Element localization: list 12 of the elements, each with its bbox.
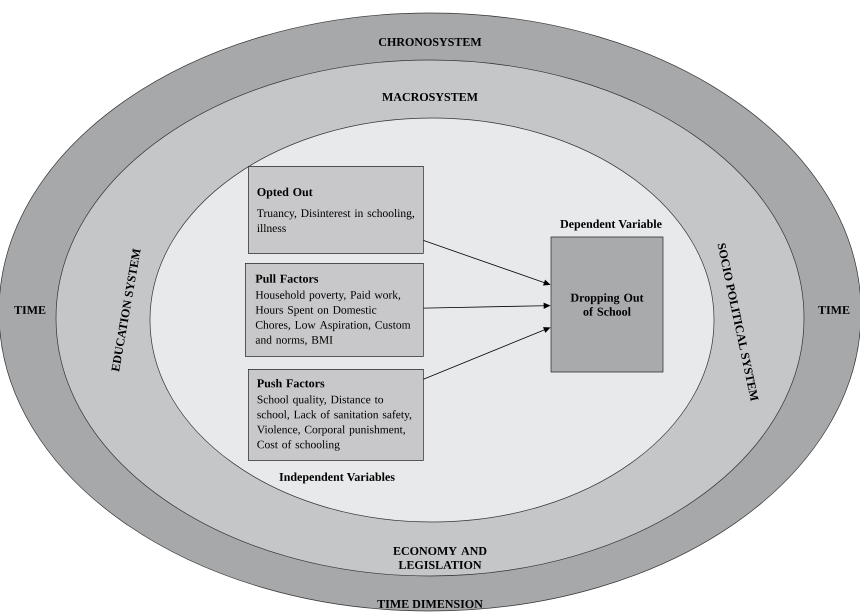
box-heading: Dependent Variable: [560, 220, 662, 230]
factor-box: Push Factors School quality, Distance to school, Lack of sanitation safety, Violence, Corporal punishment, Cost of schooling: [248, 369, 424, 461]
band-label: ECONOMY AND LEGISLATION: [393, 546, 486, 570]
group-label: Independent Variables: [279, 472, 395, 484]
band-label: TIME: [818, 306, 850, 314]
band-label: CHRONOSYSTEM: [378, 38, 482, 46]
band-label: TIME: [14, 306, 46, 314]
band-label: MACROSYSTEM: [382, 92, 478, 102]
factor-box: Pull Factors Household poverty, Paid work, Hours Spent on Domestic Chores, Low Aspiration, Custom and norms, BMI: [245, 263, 424, 357]
factor-box: Opted Out Truancy, Disinterest in schooling, illness: [248, 166, 424, 254]
outcome-box: Dropping Out of School: [550, 236, 664, 372]
band-label: TIME DIMENSION: [377, 600, 483, 608]
